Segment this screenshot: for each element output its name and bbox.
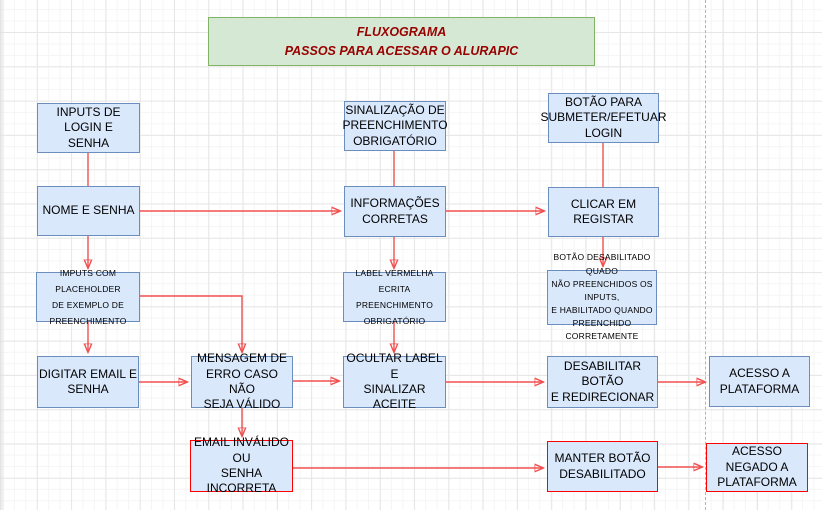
node-desabilitar-botao: DESABILITAR BOTÃO E REDIRECIONAR <box>547 356 658 408</box>
connector-imputs-to-mensagem <box>140 295 242 352</box>
node-clicar-em-registar: CLICAR EM REGISTAR <box>548 187 659 237</box>
node-digitar-email-senha: DIGITAR EMAIL E SENHA <box>37 356 139 408</box>
node-email-invalido: EMAIL INVÁLIDO OU SENHA INCORRETA <box>190 435 293 495</box>
node-mensagem-de-erro: MENSAGEM DE ERRO CASO NÃO SEJA VÁLIDO <box>191 351 293 411</box>
node-informacoes-corretas: INFORMAÇÕES CORRETAS <box>344 186 446 237</box>
node-botao-submeter-login: BOTÃO PARA SUBMETER/EFETUAR LOGIN <box>541 93 667 143</box>
node-acesso-negado: ACESSO NEGADO A PLATAFORMA <box>706 443 808 492</box>
node-label-vermelha: LABEL VERMELHA ECRITA PREENCHIMENTO OBRI… <box>343 268 446 326</box>
node-ocultar-label: OCULTAR LABEL E SINALIZAR ACEITE <box>343 351 446 411</box>
node-inputs-login-senha: INPUTS DE LOGIN E SENHA <box>37 103 140 153</box>
flowchart-title: FLUXOGRAMA PASSOS PARA ACESSAR O ALURAPI… <box>208 17 595 66</box>
node-imputs-placeholder: IMPUTS COM PLACEHOLDER DE EXEMPLO DE PRE… <box>36 268 140 326</box>
node-manter-botao-desabilitado: MANTER BOTÃO DESABILITADO <box>547 441 658 492</box>
node-botao-desabilitado-info: BOTÃO DESABILITADO QUADO NÃO PREENCHIDOS… <box>547 252 657 341</box>
page-break-dashed-line <box>705 0 706 510</box>
canvas-left-edge <box>0 0 3 510</box>
node-acesso-a-plataforma: ACESSO A PLATAFORMA <box>709 356 810 407</box>
node-nome-e-senha: NOME E SENHA <box>37 186 140 236</box>
node-sinalizacao-preenchimento: SINALIZAÇÃO DE PREENCHIMENTO OBRIGATÓRIO <box>342 101 448 151</box>
